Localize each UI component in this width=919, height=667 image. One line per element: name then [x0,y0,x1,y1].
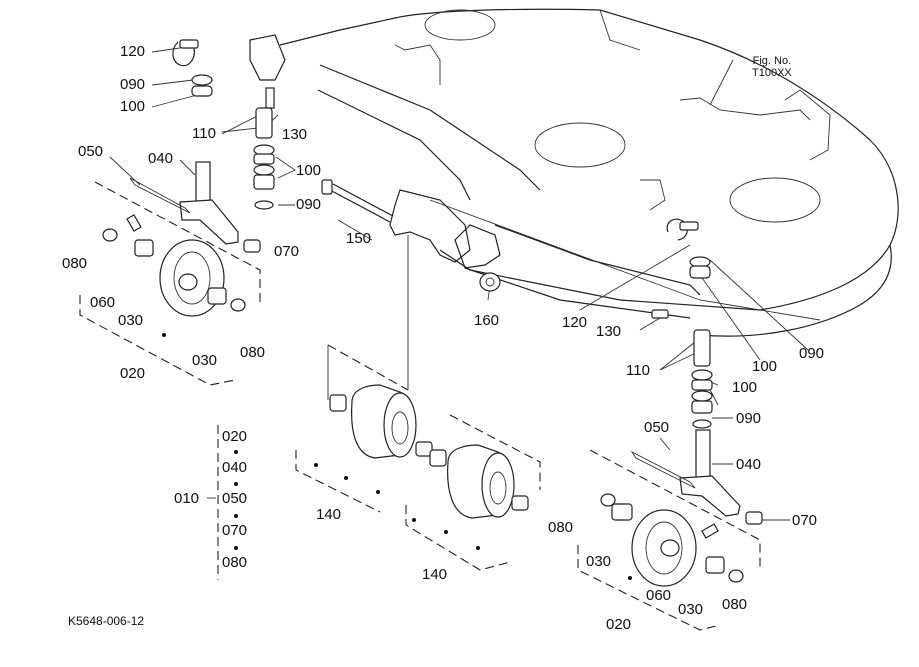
callout-080: 080 [62,255,88,272]
callout-100: 100 [120,98,146,115]
callout-060: 060 [90,294,116,311]
left-caster-wheel [102,214,246,337]
callout-120: 120 [562,314,588,331]
callout-140: 140 [316,506,342,523]
roller-assembly-upper [314,384,433,494]
callout-030: 030 [192,352,218,369]
callout-080: 080 [548,519,574,536]
callout-100: 100 [732,379,758,396]
left-pivot-stack [172,39,275,210]
callout-090: 090 [120,76,146,93]
right-pivot-stack [651,218,713,429]
callout-080: 080 [240,344,266,361]
fig-no-value: T100XX [752,67,792,79]
figure-number-label: Fig. No. T100XX [752,55,792,79]
callout-030: 030 [118,312,144,329]
callout-110: 110 [626,362,650,379]
assembly-key-graphic [207,450,238,550]
mower-deck [394,8,899,337]
callout-090: 090 [799,345,825,362]
callout-050: 050 [644,419,670,436]
callout-070: 070 [792,512,818,529]
roller-assembly-lower [412,444,529,550]
assembly-key-item: 070 [222,522,248,539]
callout-130: 130 [596,323,622,340]
callout-140: 140 [422,566,448,583]
assembly-key-parent: 010 [174,490,200,507]
right-caster-fork [630,429,763,525]
callout-080: 080 [722,596,748,613]
callout-020: 020 [120,365,146,382]
assembly-key-item: 080 [222,554,248,571]
callout-090: 090 [296,196,322,213]
assembly-key-item: 020 [222,428,248,445]
callout-030: 030 [678,601,704,618]
right-caster-wheel [600,493,744,587]
assembly-brackets [79,181,761,631]
callout-150: 150 [346,230,372,247]
callout-100: 100 [296,162,322,179]
callout-100: 100 [752,358,778,375]
callout-040: 040 [736,456,762,473]
callout-070: 070 [274,243,300,260]
fig-no-caption: Fig. No. [752,55,792,67]
left-caster-fork [129,161,261,253]
callout-060: 060 [646,587,672,604]
callout-050: 050 [78,143,104,160]
callout-030: 030 [586,553,612,570]
figure-code: K5648-006-12 [68,614,145,628]
assembly-key-item: 040 [222,459,248,476]
callout-020: 020 [606,616,632,633]
callout-130: 130 [282,126,308,143]
callout-120: 120 [120,43,146,60]
callout-090: 090 [736,410,762,427]
frame-bolt [321,179,501,292]
assembly-key-item: 050 [222,490,248,507]
callout-040: 040 [148,150,174,167]
callout-110: 110 [192,125,216,142]
callout-160: 160 [474,312,500,329]
